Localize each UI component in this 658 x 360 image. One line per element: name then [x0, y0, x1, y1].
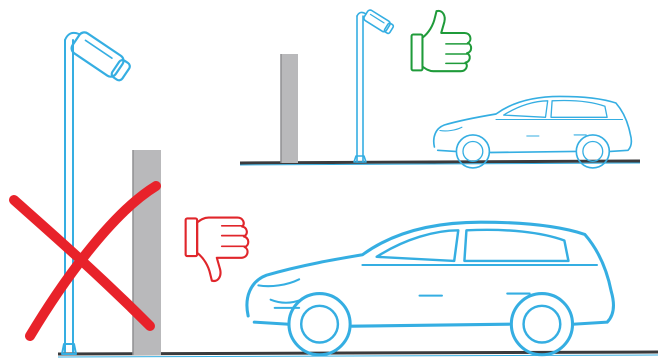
top-wall [281, 54, 298, 163]
thumbs-down-icon [186, 218, 249, 281]
car-icon [247, 222, 613, 355]
top-scene [240, 9, 640, 168]
thumbs-up-icon [412, 11, 472, 71]
security-camera-icon [354, 9, 395, 162]
bottom-scene [14, 30, 658, 357]
car-icon [434, 96, 632, 168]
